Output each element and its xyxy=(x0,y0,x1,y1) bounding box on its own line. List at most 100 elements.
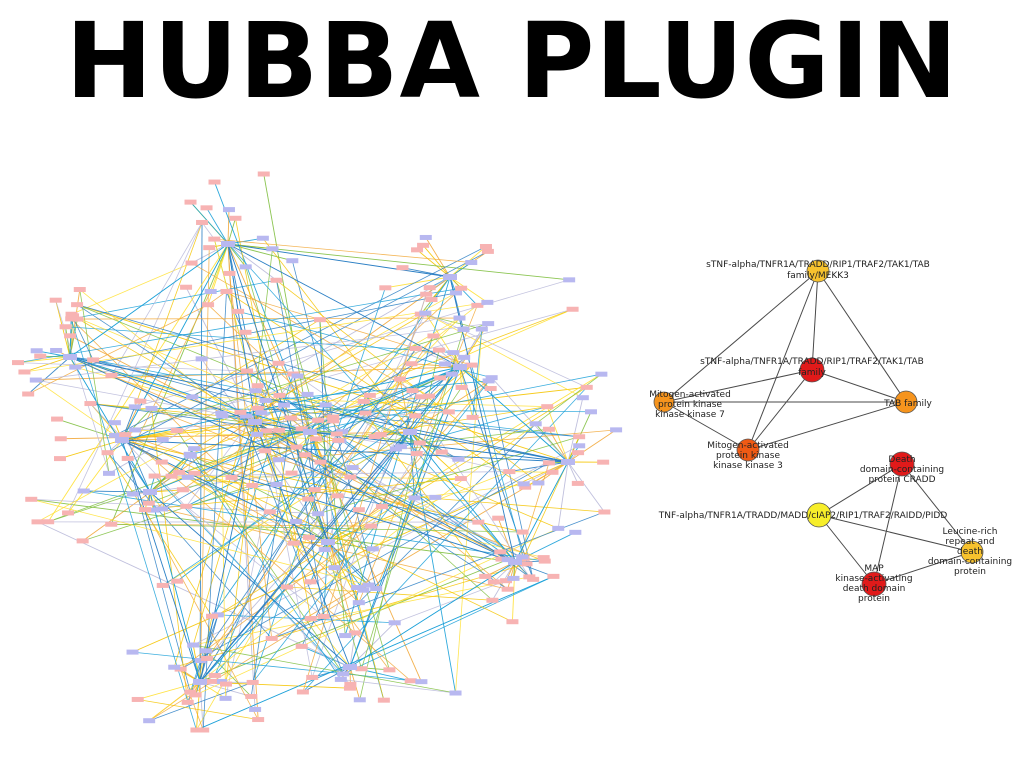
subnetwork-node-n9 xyxy=(861,571,887,597)
network-edge xyxy=(17,287,462,363)
network-node xyxy=(520,561,533,567)
network-node xyxy=(223,270,236,276)
network-node xyxy=(105,521,118,527)
network-node xyxy=(332,437,345,443)
network-node xyxy=(576,395,589,401)
network-edge xyxy=(557,461,569,529)
network-node xyxy=(479,573,492,579)
network-node xyxy=(50,347,63,353)
network-edge xyxy=(111,523,523,533)
network-node xyxy=(204,678,217,684)
network-node xyxy=(251,383,264,389)
network-node xyxy=(18,369,31,375)
network-edge xyxy=(252,287,386,683)
network-node xyxy=(438,361,451,367)
network-edge xyxy=(409,431,415,498)
network-edge xyxy=(278,459,436,498)
network-edge xyxy=(340,679,456,694)
network-node xyxy=(346,465,359,471)
network-node xyxy=(343,685,356,691)
network-node xyxy=(184,199,197,205)
subnetwork-node-n5 xyxy=(736,438,760,462)
network-node xyxy=(410,451,423,457)
network-edge xyxy=(399,378,430,397)
network-edge xyxy=(37,292,457,523)
network-node xyxy=(494,549,507,555)
network-node xyxy=(259,448,272,454)
network-edge xyxy=(35,379,116,436)
network-edge xyxy=(148,423,536,722)
network-node xyxy=(77,488,90,494)
network-edge xyxy=(507,561,516,590)
network-node xyxy=(303,534,316,540)
network-node xyxy=(374,432,387,438)
network-edge xyxy=(72,315,285,406)
network-node xyxy=(142,500,155,506)
network-edge xyxy=(199,395,371,683)
network-edge xyxy=(449,276,516,563)
subnetwork-edge xyxy=(663,270,819,403)
network-edge xyxy=(107,251,489,454)
network-node xyxy=(584,409,597,415)
network-edge xyxy=(327,476,351,543)
network-edge xyxy=(137,681,201,700)
network-node xyxy=(143,718,156,724)
network-edge xyxy=(349,561,516,668)
network-edge xyxy=(191,243,229,264)
network-node xyxy=(240,413,253,419)
network-node xyxy=(260,428,273,434)
network-edge xyxy=(180,462,550,670)
network-edge xyxy=(27,356,71,395)
network-edge xyxy=(271,461,569,639)
network-edge xyxy=(114,323,489,436)
network-edge xyxy=(206,335,434,659)
network-node xyxy=(64,333,77,339)
network-node xyxy=(455,384,468,390)
network-node xyxy=(196,219,209,225)
subnetwork-node-label: sTNF-alpha/TNFR1A/TRADD/RIP1/TRAF2/TAK1/… xyxy=(706,260,930,281)
network-edge xyxy=(79,289,110,474)
network-edge xyxy=(409,431,516,563)
network-node xyxy=(481,248,494,254)
network-edge xyxy=(189,373,602,455)
network-node xyxy=(377,697,390,703)
large-network-graph xyxy=(12,171,623,733)
network-node xyxy=(239,264,252,270)
network-node xyxy=(580,384,593,390)
network-node xyxy=(405,361,418,367)
subnetwork-edge xyxy=(747,270,819,451)
network-edge xyxy=(17,362,248,372)
network-edge xyxy=(409,431,569,463)
network-node xyxy=(453,315,466,321)
network-node xyxy=(239,329,252,335)
network-node xyxy=(181,699,194,705)
network-node xyxy=(301,391,314,397)
network-node xyxy=(285,470,298,476)
network-node xyxy=(208,236,221,242)
network-node xyxy=(482,378,495,384)
network-node xyxy=(408,495,421,501)
network-edge xyxy=(135,411,449,431)
network-edge xyxy=(178,472,364,591)
network-node xyxy=(129,427,142,433)
network-node xyxy=(393,376,406,382)
network-node xyxy=(419,234,432,240)
network-node xyxy=(423,393,436,399)
network-edge xyxy=(214,438,317,676)
network-hub-node xyxy=(508,559,522,565)
network-node xyxy=(266,246,279,252)
network-edge xyxy=(137,699,259,720)
network-node xyxy=(188,446,201,452)
network-edge xyxy=(310,618,351,668)
network-node xyxy=(131,696,144,702)
network-edge xyxy=(455,328,483,694)
network-edge xyxy=(192,644,201,683)
network-edge xyxy=(279,395,530,578)
network-node xyxy=(348,630,361,636)
network-node xyxy=(563,277,576,283)
network-node xyxy=(328,565,341,571)
network-node xyxy=(185,260,198,266)
network-node xyxy=(173,469,186,475)
network-node xyxy=(419,310,432,316)
